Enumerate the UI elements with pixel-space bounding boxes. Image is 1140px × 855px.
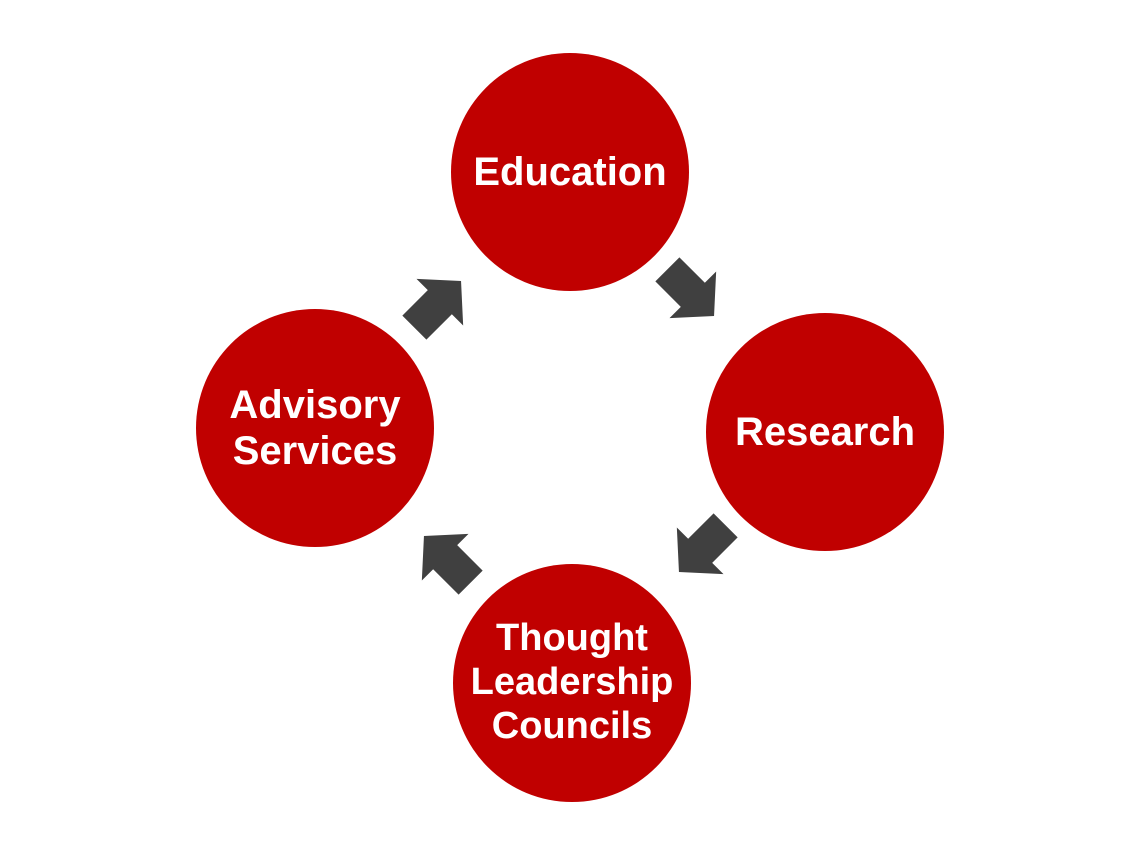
node-label-line: Councils: [491, 704, 653, 747]
node-label: Research: [734, 410, 916, 454]
node-label-line: Advisory: [229, 383, 401, 427]
arrow-up-left-icon: [421, 533, 483, 595]
node-label-line: Services: [232, 429, 398, 473]
node-education: Education: [451, 53, 689, 291]
arrow-up-right-icon: [402, 278, 464, 340]
arrow-down-right-icon: [655, 257, 717, 319]
node-advisory-services: Advisory Services: [196, 309, 434, 547]
node-research: Research: [706, 313, 944, 551]
node-label-line: Leadership: [470, 661, 674, 704]
node-label-line: Thought: [496, 617, 648, 660]
node-thought-leadership-councils: Thought Leadership Councils: [453, 564, 691, 802]
node-label: Education: [473, 150, 667, 194]
arrow-down-left-icon: [676, 513, 738, 575]
